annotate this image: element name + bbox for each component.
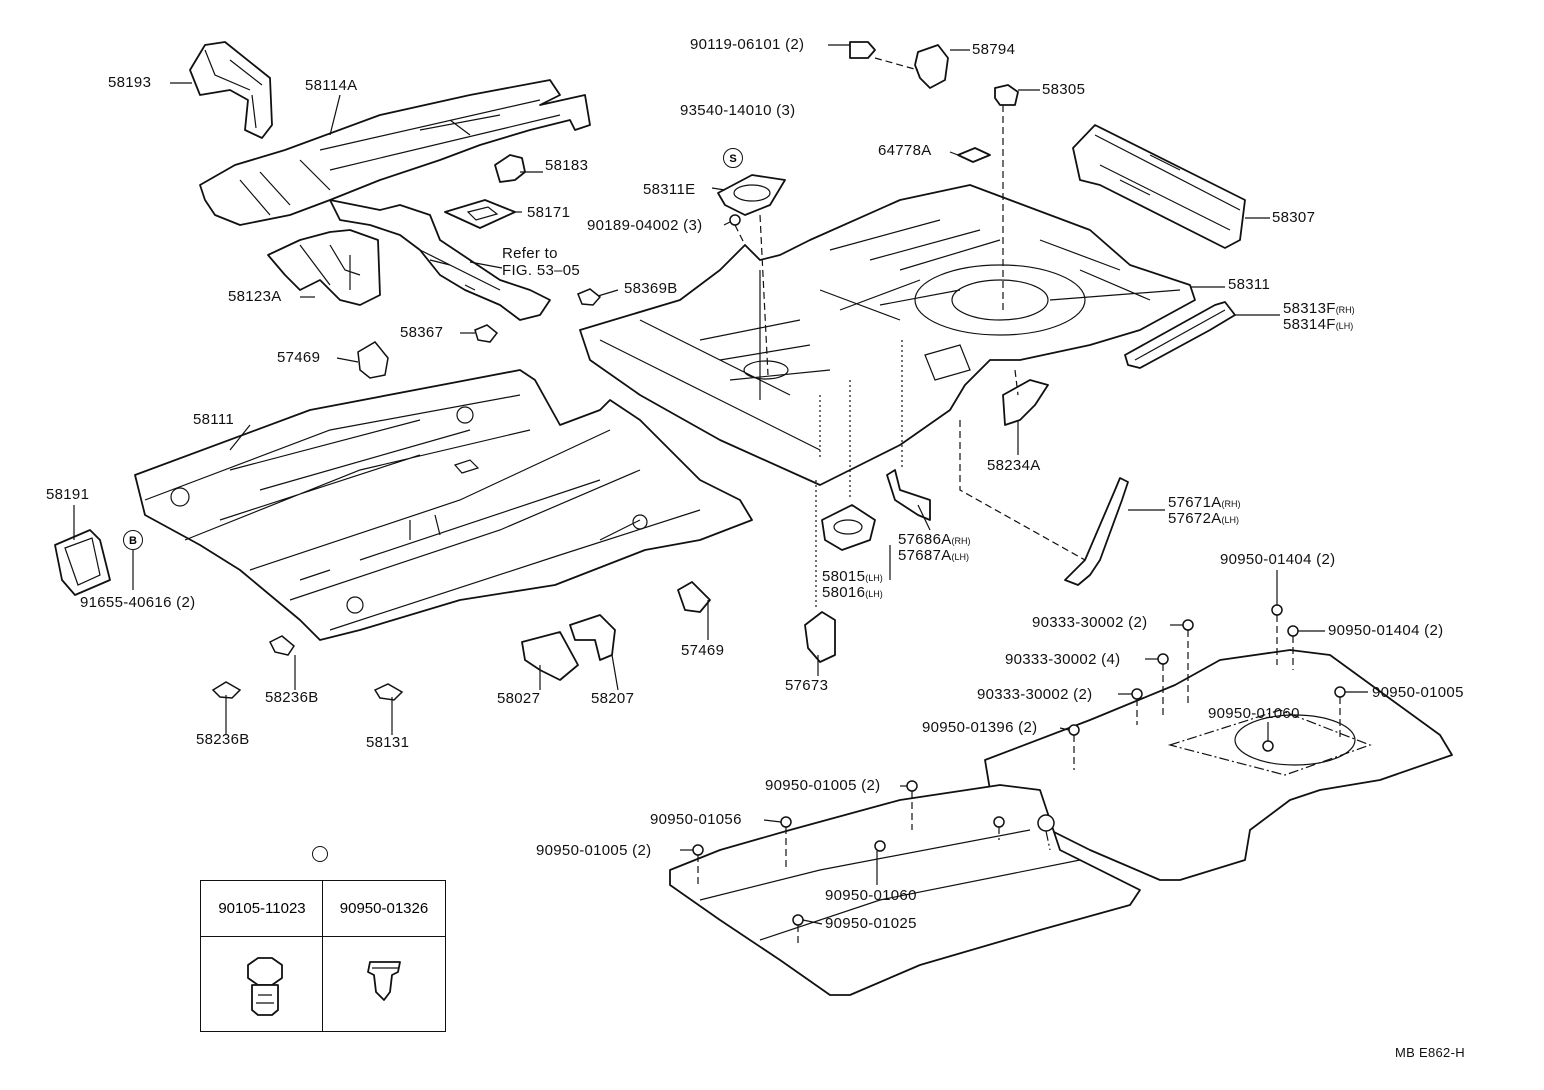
label-90189-04002: 90189-04002 (3)	[587, 217, 703, 234]
label-refer-to: Refer to	[502, 245, 558, 262]
label-90950-01404-top: 90950-01404 (2)	[1220, 551, 1336, 568]
part-under-cover-left	[669, 784, 1141, 996]
legend-divider	[322, 881, 323, 1031]
label-58183: 58183	[545, 157, 589, 174]
part-58311E	[717, 174, 786, 216]
label-58123A: 58123A	[228, 288, 282, 305]
part-58111-floor-pan	[134, 369, 753, 641]
label-58307: 58307	[1272, 209, 1316, 226]
label-90333-30002-b: 90333-30002 (4)	[1005, 651, 1121, 668]
label-90950-01005-mid: 90950-01005 (2)	[765, 777, 881, 794]
part-58307-panel	[1072, 124, 1246, 249]
legend-col-2: 90950-01326	[323, 881, 445, 937]
label-58207: 58207	[591, 690, 635, 707]
part-57469-lower	[677, 581, 711, 613]
part-58236B-upper	[268, 635, 295, 656]
label-58311E: 58311E	[643, 181, 696, 198]
label-57686A: 57686A(RH)	[898, 531, 971, 548]
part-90119-bolt	[849, 41, 876, 59]
label-58311: 58311	[1228, 276, 1271, 293]
leader-lines	[73, 44, 1368, 925]
symbol-b: B	[123, 530, 143, 550]
part-58131	[373, 683, 404, 701]
label-90950-01005-right: 90950-01005	[1372, 684, 1464, 701]
label-58305: 58305	[1042, 81, 1086, 98]
part-57673	[804, 611, 836, 663]
label-91655-40616: 91655-40616 (2)	[80, 594, 196, 611]
fastener-set	[692, 604, 1346, 926]
label-90950-01396: 90950-01396 (2)	[922, 719, 1038, 736]
part-58234A	[1002, 379, 1049, 426]
diagram-code: MB E862-H	[1395, 1045, 1465, 1060]
label-90950-01404-right: 90950-01404 (2)	[1328, 622, 1444, 639]
part-58794	[914, 44, 949, 89]
label-58313F: 58313F(RH)	[1283, 300, 1355, 317]
part-58369B-clip	[577, 288, 602, 306]
label-57469-upper: 57469	[277, 349, 321, 366]
label-58027: 58027	[497, 690, 541, 707]
part-58191	[54, 529, 111, 596]
label-58015: 58015(LH)	[822, 568, 883, 585]
part-57469-upper	[357, 341, 389, 379]
part-58236B-lower	[211, 681, 242, 699]
part-64778A	[957, 147, 991, 163]
label-57671A: 57671A(RH)	[1168, 494, 1241, 511]
part-58305	[994, 84, 1019, 106]
part-58123A	[267, 229, 381, 306]
label-57469-lower: 57469	[681, 642, 725, 659]
symbol-o-legend	[312, 846, 328, 862]
label-58369B: 58369B	[624, 280, 678, 297]
label-58367: 58367	[400, 324, 444, 341]
part-57686A	[886, 469, 931, 521]
label-90950-01056: 90950-01056	[650, 811, 742, 828]
label-58314F: 58314F(LH)	[1283, 316, 1354, 333]
label-58171: 58171	[527, 204, 571, 221]
label-58131: 58131	[366, 734, 410, 751]
part-58114A-rail	[199, 79, 591, 226]
label-90950-01005-left: 90950-01005 (2)	[536, 842, 652, 859]
label-90950-01060-right: 90950-01060	[1208, 705, 1300, 722]
label-58114A: 58114A	[305, 77, 358, 94]
label-57687A: 57687A(LH)	[898, 547, 970, 564]
part-90189	[729, 214, 741, 226]
part-58311-rear-floor	[579, 184, 1196, 486]
label-58236B-upper: 58236B	[265, 689, 319, 706]
label-90950-01060-mid: 90950-01060	[825, 887, 917, 904]
part-58027	[521, 631, 579, 681]
label-90119-06101: 90119-06101 (2)	[690, 36, 805, 53]
part-58193-bracket	[189, 41, 273, 139]
label-58794: 58794	[972, 41, 1016, 58]
assembly-lines	[697, 57, 1341, 945]
label-57672A: 57672A(LH)	[1168, 510, 1240, 527]
legend-bolt-drawing	[247, 957, 283, 1016]
part-under-cover-right	[984, 649, 1453, 881]
symbol-s: S	[723, 148, 743, 168]
part-58183	[494, 154, 526, 183]
part-crossmember	[329, 199, 551, 321]
label-57673: 57673	[785, 677, 829, 694]
label-58016: 58016(LH)	[822, 584, 883, 601]
part-58171-plate	[444, 199, 516, 229]
legend-col-1: 90105-11023	[201, 881, 323, 937]
label-90333-30002-c: 90333-30002 (2)	[977, 686, 1093, 703]
part-57671A-brace	[1064, 477, 1129, 586]
label-64778A: 64778A	[878, 142, 932, 159]
label-58193: 58193	[108, 74, 152, 91]
label-58191: 58191	[46, 486, 90, 503]
legend-table: 90105-11023 90950-01326	[200, 880, 446, 1032]
label-58111: 58111	[193, 411, 234, 428]
label-93540-14010: 93540-14010 (3)	[680, 102, 796, 119]
part-58367-clip	[474, 324, 499, 343]
legend-clip-drawing	[367, 961, 401, 1001]
label-90333-30002-a: 90333-30002 (2)	[1032, 614, 1148, 631]
part-58015-cover	[821, 504, 876, 551]
label-fig-53-05: FIG. 53–05	[502, 262, 581, 279]
label-58236B-lower: 58236B	[196, 731, 250, 748]
label-90950-01025: 90950-01025	[825, 915, 917, 932]
label-58234A: 58234A	[987, 457, 1041, 474]
part-58207	[569, 614, 616, 661]
